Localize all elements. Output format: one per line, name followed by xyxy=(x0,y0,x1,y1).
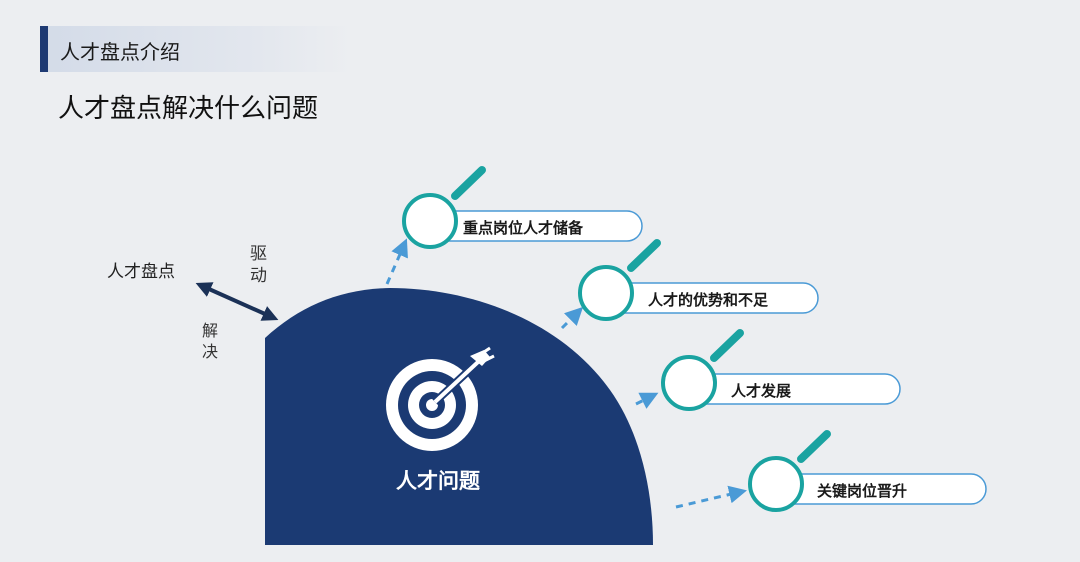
header-accent-bar xyxy=(40,26,48,72)
branch-arrow-1 xyxy=(385,238,408,285)
magnifier-icon xyxy=(661,329,744,411)
item-label-2: 人才的优势和不足 xyxy=(648,291,769,309)
talent-review-label: 人才盘点 xyxy=(107,262,175,282)
solve-label: 解决 xyxy=(202,321,219,361)
drive-label: 驱动 xyxy=(250,244,267,286)
magnifier-icon xyxy=(748,430,831,512)
item-label-3: 人才发展 xyxy=(731,382,792,400)
center-label: 人才问题 xyxy=(396,469,480,493)
drive-solve-arrow xyxy=(195,282,279,321)
item-box-3 xyxy=(689,373,901,405)
item-label-4: 关键岗位晋升 xyxy=(817,482,908,500)
section-title: 人才盘点介绍 xyxy=(60,40,180,64)
header-band xyxy=(40,26,352,72)
magnifier-icon xyxy=(402,166,486,249)
branch-arrow-4 xyxy=(675,485,748,509)
branch-arrow-3 xyxy=(635,392,659,409)
branch-arrow-2 xyxy=(560,306,584,330)
item-label-1: 重点岗位人才储备 xyxy=(463,219,584,237)
magnifier-icon xyxy=(578,239,661,321)
page-title: 人才盘点解决什么问题 xyxy=(58,94,319,124)
target-arrow-icon xyxy=(386,346,495,451)
